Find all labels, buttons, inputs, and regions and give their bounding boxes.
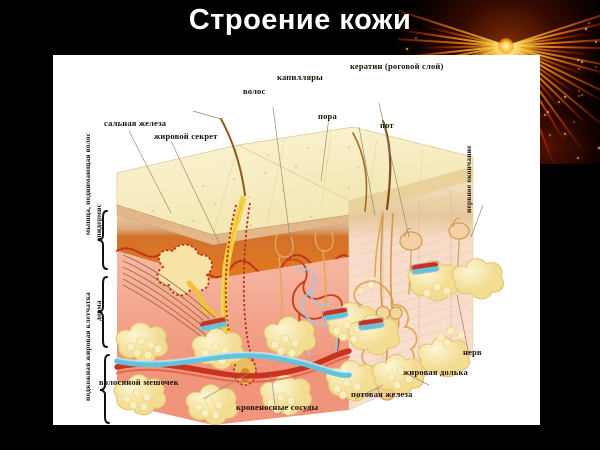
- firework-spark: [577, 59, 579, 61]
- firework-ray: [423, 45, 507, 49]
- firework-spark: [547, 111, 549, 113]
- label-nerve: нерв: [463, 347, 482, 357]
- firework-spark: [578, 90, 580, 92]
- firework-spark: [581, 94, 583, 96]
- firework-spark: [581, 61, 583, 63]
- label-pore: пора: [318, 111, 337, 121]
- label-blood-vessels: кровеносные сосуды: [236, 402, 318, 412]
- firework-ray: [507, 37, 600, 47]
- label-hair-follicle: волосяной мешочек: [99, 377, 179, 387]
- firework-spark: [564, 96, 566, 98]
- label-sebaceous-gland: сальная железа: [104, 118, 166, 128]
- label-nerve-ending: нервное окончание: [464, 121, 473, 213]
- firework-spark: [558, 101, 560, 103]
- firework-spark: [415, 37, 417, 39]
- page-title: Строение кожи: [0, 4, 600, 37]
- firework-spark: [564, 133, 566, 135]
- label-keratin: кератин (роговой слой): [350, 61, 444, 71]
- label-fatty-secretion: жировой секрет: [154, 131, 218, 141]
- firework-spark: [549, 134, 551, 136]
- firework-spark: [578, 68, 580, 70]
- firework-ray: [507, 45, 600, 49]
- firework-core: [498, 38, 514, 54]
- label-fat-lobule: жировая долька: [403, 367, 468, 377]
- label-sweat-gland: потовая железа: [351, 389, 413, 399]
- firework-spark: [406, 48, 408, 50]
- firework-spark: [595, 41, 597, 43]
- firework-spark: [544, 114, 546, 116]
- label-epidermis: эпидермис: [94, 195, 103, 241]
- firework-spark: [578, 95, 580, 97]
- firework-spark: [595, 66, 597, 68]
- label-subcutaneous-fat: подкожная жировая клетчатка: [83, 283, 92, 401]
- label-arrector-pili-muscle: мышца, поднимающая волос: [83, 133, 92, 235]
- label-capillaries: капилляры: [277, 72, 323, 82]
- label-hair: волос: [243, 86, 265, 96]
- firework-ray: [398, 37, 507, 47]
- firework-spark: [573, 121, 575, 123]
- firework-spark: [577, 157, 579, 159]
- label-dermis: дерма: [94, 289, 103, 321]
- label-sweat: пот: [380, 120, 394, 130]
- diagram-panel: сальная железа жировой секрет волос капи…: [53, 55, 540, 425]
